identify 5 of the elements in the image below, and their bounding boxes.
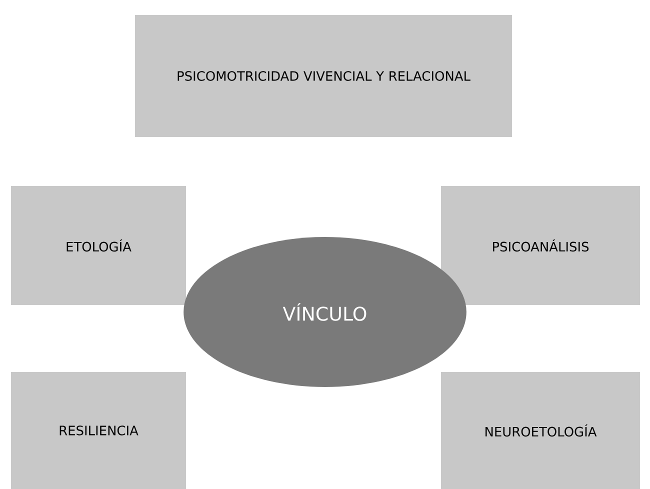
- topic-box: NEUROETOLOGÍA: [441, 372, 640, 489]
- topic-box: RESILIENCIA: [11, 372, 186, 489]
- topic-box: PSICOANÁLISIS: [441, 186, 640, 305]
- topic-box: PSICOMOTRICIDAD VIVENCIAL Y RELACIONAL: [135, 15, 512, 137]
- topic-box: ETOLOGÍA: [11, 186, 186, 305]
